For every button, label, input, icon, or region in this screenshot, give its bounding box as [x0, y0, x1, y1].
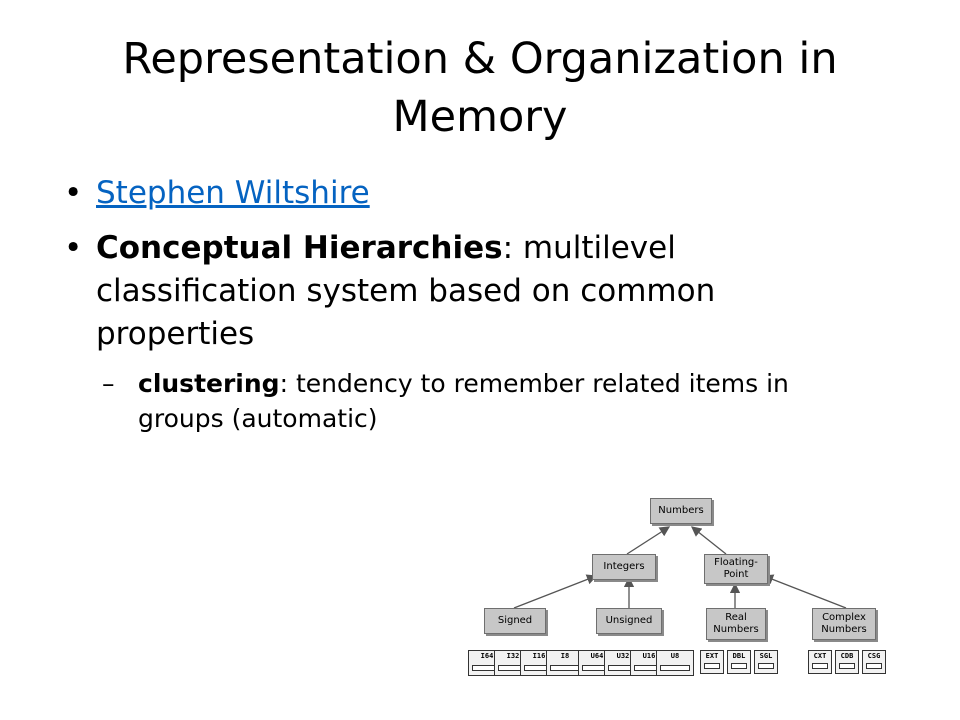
slide-title-line-2: Memory — [392, 92, 568, 142]
terminal-bar — [731, 663, 747, 669]
terminal-bar — [758, 663, 774, 669]
terminal-label: EXT — [705, 652, 719, 660]
terminal-label: U64 — [590, 652, 604, 660]
arrow-integers-numbers — [626, 526, 671, 555]
terminal-label: CDB — [840, 652, 854, 660]
terminal-i8: I8 — [546, 650, 584, 676]
terminal-label: CXT — [813, 652, 827, 660]
terminal-sgl: SGL — [754, 650, 778, 674]
terminal-cdb: CDB — [835, 650, 859, 674]
sub-bullet-clustering: – clustering: tendency to remember relat… — [60, 366, 910, 436]
bullet-list: Stephen Wiltshire Conceptual Hierarchies… — [60, 172, 910, 436]
arrow-signed-integers — [513, 574, 598, 609]
bullet-stephen-wiltshire: Stephen Wiltshire — [60, 172, 910, 215]
terminal-label: CSG — [867, 652, 881, 660]
terminal-label: U16 — [642, 652, 656, 660]
sub-bullet-line-1: clustering: tendency to remember related… — [138, 366, 910, 401]
terminal-bar — [866, 663, 882, 669]
bullet-conceptual-hierarchies: Conceptual Hierarchies: multilevel class… — [60, 227, 910, 356]
node-floating-point: Floating-Point — [704, 554, 768, 584]
bullet-line-2: classification system based on common — [96, 273, 716, 309]
slide-title-line-1: Representation & Organization in — [122, 34, 838, 84]
sub-bullet-text-1: : tendency to remember related items in — [279, 369, 789, 398]
diagram-arrows — [513, 526, 847, 609]
terminal-label: I32 — [506, 652, 520, 660]
terminal-csg: CSG — [862, 650, 886, 674]
bullet-line-3: properties — [96, 316, 255, 352]
terminal-label: SGL — [759, 652, 773, 660]
node-numbers: Numbers — [650, 498, 712, 524]
arrow-complex-floating — [762, 574, 847, 609]
terminal-label: DBL — [732, 652, 746, 660]
terminal-label: I64 — [480, 652, 494, 660]
terminal-cxt: CXT — [808, 650, 832, 674]
sub-bullet-line-2: groups (automatic) — [138, 404, 378, 433]
terminal-bar — [660, 665, 690, 671]
terminal-dbl: DBL — [727, 650, 751, 674]
terminal-ext: EXT — [700, 650, 724, 674]
terminal-label: U32 — [616, 652, 630, 660]
terminal-bar — [704, 663, 720, 669]
arrow-floating-numbers — [690, 526, 727, 555]
node-real-numbers: Real Numbers — [706, 608, 766, 640]
number-hierarchy-diagram: Numbers Integers Floating-Point Signed U… — [464, 494, 890, 680]
terminal-u8: U8 — [656, 650, 694, 676]
terminal-bar — [812, 663, 828, 669]
terminal-bar — [839, 663, 855, 669]
conceptual-hierarchies-term: Conceptual Hierarchies — [96, 230, 503, 266]
node-complex-numbers: Complex Numbers — [812, 608, 876, 640]
slide-title: Representation & Organization in Memory — [60, 30, 900, 146]
bullet-text-1: : multilevel — [502, 230, 676, 266]
sub-bullet-dash: – — [102, 369, 115, 398]
terminal-label: I8 — [560, 652, 570, 660]
stephen-wiltshire-link[interactable]: Stephen Wiltshire — [96, 175, 370, 211]
clustering-term: clustering — [138, 369, 280, 398]
node-integers: Integers — [592, 554, 656, 580]
node-signed: Signed — [484, 608, 546, 634]
node-unsigned: Unsigned — [596, 608, 662, 634]
bullet-line-1: Conceptual Hierarchies: multilevel — [96, 227, 910, 270]
terminal-label: U8 — [670, 652, 680, 660]
terminal-label: I16 — [532, 652, 546, 660]
terminal-bar — [550, 665, 580, 671]
